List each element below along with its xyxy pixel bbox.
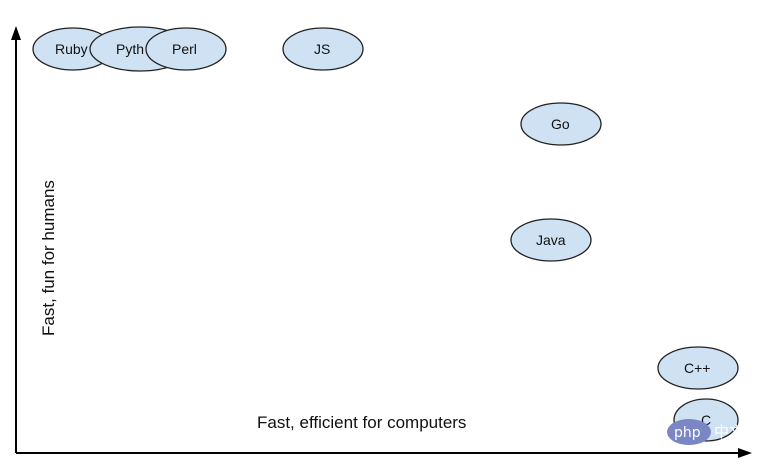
watermark-side-text: 中文网 — [714, 424, 759, 441]
bubble-cpp: C++ — [657, 346, 739, 390]
y-axis-label: Fast, fun for humans — [39, 180, 58, 336]
bubble-go: Go — [520, 102, 602, 146]
bubble-cpp-shape — [657, 346, 739, 390]
bubble-perl: Perl — [145, 27, 227, 71]
bubble-js: JS — [282, 27, 364, 71]
bubble-java-label: Java — [536, 232, 566, 248]
bubble-js-label: JS — [314, 41, 330, 57]
bubble-c-label: C — [701, 412, 711, 428]
bubble-python-label: Pyth — [116, 41, 144, 57]
x-axis-label: Fast, efficient for computers — [257, 413, 466, 432]
y-axis-arrowhead — [11, 26, 21, 40]
watermark-logo-text: php — [674, 425, 701, 441]
x-axis-arrowhead — [738, 448, 752, 458]
bubble-cpp-label: C++ — [684, 360, 710, 376]
watermark: php 中文网 — [667, 419, 759, 445]
bubble-ruby: Ruby — [32, 27, 114, 71]
bubble-java: Java — [510, 218, 592, 262]
watermark-logo-shape — [667, 419, 711, 445]
bubble-perl-label: Perl — [172, 41, 197, 57]
bubble-java-shape — [510, 218, 592, 262]
axes — [11, 26, 752, 458]
bubble-js-shape — [282, 27, 364, 71]
bubble-perl-shape — [145, 27, 227, 71]
bubble-go-label: Go — [551, 116, 570, 132]
bubble-ruby-label: Ruby — [55, 41, 88, 57]
bubble-go-shape — [520, 102, 602, 146]
